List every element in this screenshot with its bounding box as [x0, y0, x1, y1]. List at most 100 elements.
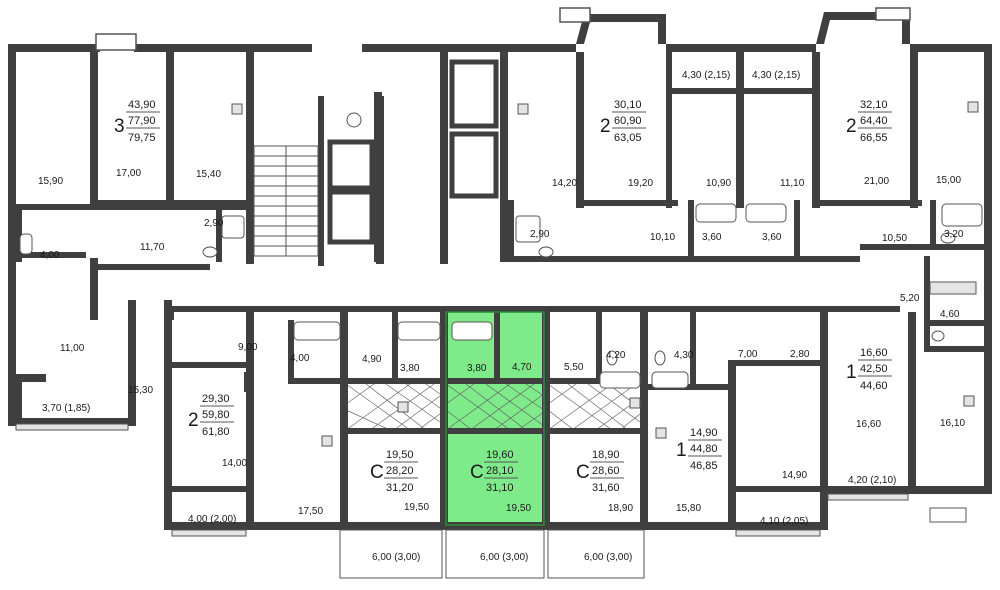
room-area: 21,00: [864, 176, 889, 187]
total-coef-area: 31,60: [592, 482, 620, 494]
living-area: 30,10: [614, 99, 642, 111]
room-area: 3,60: [702, 232, 722, 243]
room-area: 14,20: [552, 178, 577, 189]
apartment-summary-3[interactable]: 3 43,90 77,90 79,75: [114, 99, 160, 144]
living-area: 16,60: [860, 347, 888, 359]
room-area: 2,90: [530, 229, 550, 240]
total-area: 44,80: [690, 443, 718, 455]
total-area: 64,40: [860, 115, 888, 127]
living-area: 19,60: [486, 449, 514, 461]
room-area: 15,80: [676, 503, 701, 514]
room-area: 3,80: [467, 363, 487, 374]
total-area: 28,10: [486, 465, 514, 477]
room-area: 14,00: [222, 458, 247, 469]
room-area: 11,00: [60, 343, 85, 354]
rooms-count: 1: [676, 440, 687, 461]
rooms-count: 2: [600, 116, 611, 137]
room-area: 10,90: [706, 178, 731, 189]
total-coef-area: 63,05: [614, 132, 642, 144]
rooms-count: 2: [846, 116, 857, 137]
room-area: 11,70: [140, 242, 165, 253]
room-area: 4,30 (2,15): [682, 70, 730, 81]
room-area: 17,50: [298, 506, 323, 517]
room-area: 11,10: [780, 178, 805, 189]
total-area: 42,50: [860, 363, 888, 375]
room-area: 10,50: [882, 233, 907, 244]
room-area: 5,20: [900, 293, 920, 304]
room-area: 15,90: [38, 176, 63, 187]
room-area: 17,00: [116, 168, 141, 179]
total-area: 28,60: [592, 465, 620, 477]
room-area: 4,00 (2,00): [188, 514, 236, 525]
apartment-summary-2-top-a[interactable]: 2 30,10 60,90 63,05: [600, 99, 646, 144]
apartment-summary-c-right[interactable]: С 18,90 28,60 31,60: [576, 449, 624, 494]
room-area: 3,60: [762, 232, 782, 243]
apartment-summary-2-bottom[interactable]: 2 29,30 59,80 61,80: [188, 393, 234, 438]
room-area: 19,50: [404, 502, 429, 513]
room-area: 6,00 (3,00): [480, 552, 528, 563]
fixtures: [19, 101, 983, 447]
total-area: 60,90: [614, 115, 642, 127]
apartment-summary-1-center[interactable]: 1 14,90 44,80 46,85: [676, 427, 722, 472]
rooms-count: С: [576, 462, 590, 483]
room-area: 5,50: [564, 362, 584, 373]
room-area: 15,40: [196, 169, 221, 180]
room-area: 16,60: [856, 419, 881, 430]
room-area: 4,70: [512, 362, 532, 373]
total-coef-area: 31,10: [486, 482, 514, 494]
apartment-summary-1-right[interactable]: 1 16,60 42,50 44,60: [846, 347, 892, 392]
apartment-summary-2-top-b[interactable]: 2 32,10 64,40 66,55: [846, 99, 892, 144]
staircase: [253, 145, 319, 257]
room-area: 3,80: [400, 363, 420, 374]
selected-apartment-outline: [445, 311, 545, 526]
living-area: 32,10: [860, 99, 888, 111]
room-area: 4,20: [606, 350, 626, 361]
total-coef-area: 79,75: [128, 132, 156, 144]
living-area: 43,90: [128, 99, 156, 111]
rooms-count: 3: [114, 116, 125, 137]
walls: [8, 7, 992, 530]
living-area: 18,90: [592, 449, 620, 461]
total-coef-area: 44,60: [860, 380, 888, 392]
balconies: [15, 423, 967, 579]
room-area: 4,00: [290, 353, 310, 364]
living-area: 29,30: [202, 393, 230, 405]
room-area: 9,00: [238, 342, 258, 353]
total-coef-area: 31,20: [386, 482, 414, 494]
room-area: 15,00: [936, 175, 961, 186]
rooms-count: С: [370, 462, 384, 483]
total-area: 28,20: [386, 465, 414, 477]
room-area: 10,10: [650, 232, 675, 243]
room-area: 4,90: [362, 354, 382, 365]
room-area: 4,30: [674, 350, 694, 361]
room-area: 4,60: [940, 309, 960, 320]
rooms-count: 2: [188, 410, 199, 431]
total-area: 59,80: [202, 409, 230, 421]
room-area: 19,20: [628, 178, 653, 189]
room-area: 18,90: [608, 503, 633, 514]
room-area: 6,00 (3,00): [372, 552, 420, 563]
total-coef-area: 61,80: [202, 426, 230, 438]
total-coef-area: 66,55: [860, 132, 888, 144]
room-area: 3,70 (1,85): [42, 403, 90, 414]
apartment-summaries: 3 43,90 77,90 79,75 2 30,10 60,90 63,05 …: [114, 99, 892, 494]
room-area: 6,00 (3,00): [584, 552, 632, 563]
room-area: 4,10 (2,05): [760, 516, 808, 527]
room-area-labels: 15,90 17,00 15,40 2,90 4,00 11,70 11,00 …: [38, 70, 965, 563]
rooms-count: С: [470, 462, 484, 483]
room-area: 16,10: [940, 418, 965, 429]
room-area: 4,20 (2,10): [848, 475, 896, 486]
apartment-summary-c-left[interactable]: С 19,50 28,20 31,20: [370, 449, 418, 494]
apartment-summary-c-selected[interactable]: С 19,60 28,10 31,10: [470, 449, 518, 494]
room-area: 2,80: [790, 349, 810, 360]
room-area: 3,20: [944, 229, 964, 240]
rooms-count: 1: [846, 362, 857, 383]
room-area: 7,00: [738, 349, 758, 360]
living-area: 19,50: [386, 449, 414, 461]
living-area: 14,90: [690, 427, 718, 439]
room-area: 14,90: [782, 470, 807, 481]
room-area: 15,30: [128, 385, 153, 396]
room-area: 4,00: [40, 250, 60, 261]
room-area: 19,50: [506, 503, 531, 514]
room-area: 2,90: [204, 218, 224, 229]
